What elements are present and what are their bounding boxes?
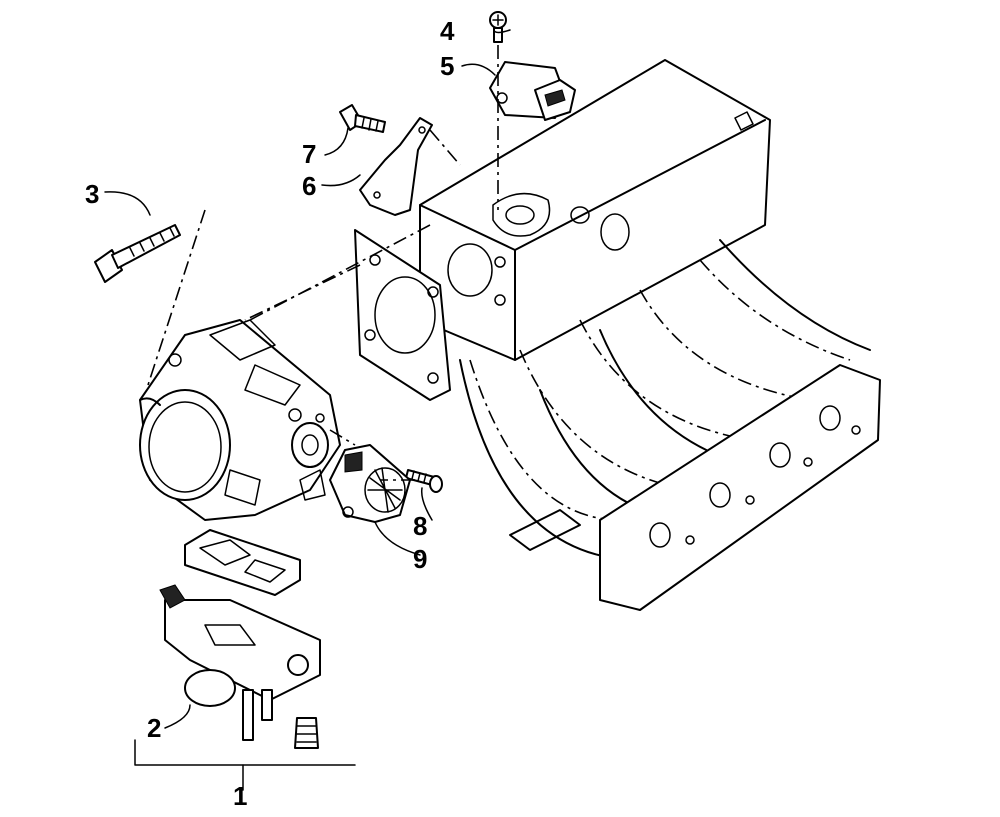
throttle-position-sensor	[329, 444, 411, 523]
intake-manifold	[354, 59, 881, 611]
bolt	[339, 104, 386, 133]
flange-bolt	[94, 224, 181, 283]
callouts: 1 2 3 4 5 6 7 8 9	[85, 16, 455, 811]
screw	[489, 11, 507, 43]
callout-2: 2	[147, 713, 161, 743]
callout-8: 8	[413, 511, 427, 541]
assembly-lines	[147, 45, 499, 481]
callout-9: 9	[413, 544, 427, 574]
callout-3: 3	[85, 179, 99, 209]
tps-screw	[405, 469, 443, 493]
callout-6: 6	[302, 171, 316, 201]
iac-gasket	[184, 529, 301, 596]
callout-4: 4	[440, 16, 455, 46]
callout-5: 5	[440, 51, 454, 81]
callout-1: 1	[233, 781, 247, 811]
bracket	[359, 117, 433, 216]
throttle-body	[139, 319, 341, 521]
map-sensor	[489, 61, 576, 121]
idle-air-control-valve	[159, 584, 321, 749]
leader-lines	[104, 29, 511, 791]
callout-7: 7	[302, 139, 316, 169]
